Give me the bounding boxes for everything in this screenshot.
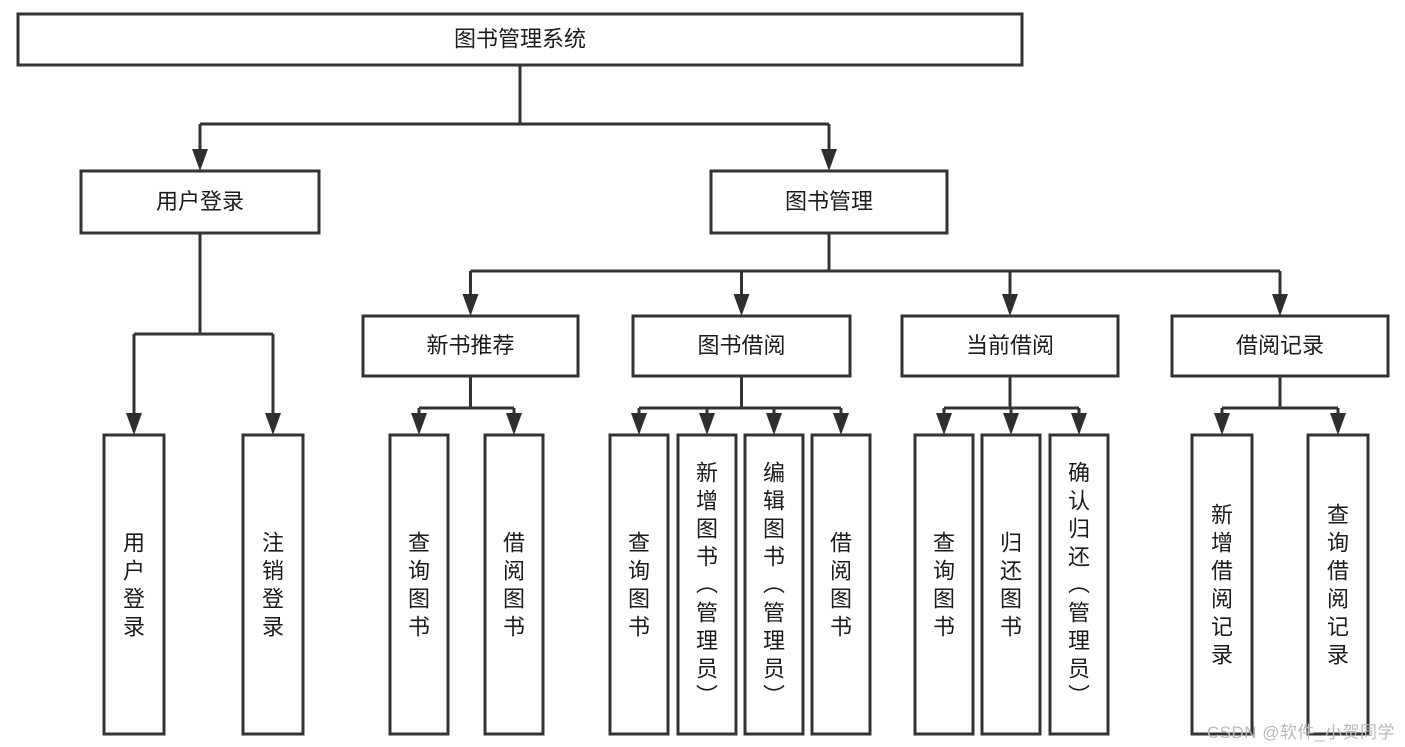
node-box[interactable] xyxy=(102,433,166,736)
node-leaf-query-book-3[interactable]: 查询图书 xyxy=(913,433,975,736)
node-label: 当前借阅 xyxy=(966,333,1054,358)
node-box[interactable] xyxy=(1048,433,1110,736)
node-box[interactable] xyxy=(608,433,670,736)
node-box[interactable] xyxy=(631,314,852,378)
node-box[interactable] xyxy=(388,433,450,736)
arrow-head-icon xyxy=(821,149,837,171)
node-leaf-query-book-1[interactable]: 查询图书 xyxy=(388,433,450,736)
node-user-login[interactable]: 用户登录 xyxy=(79,169,321,235)
arrow-head-icon xyxy=(192,149,208,171)
node-label: 用户登录 xyxy=(123,530,145,639)
connector-layer xyxy=(126,65,1346,435)
node-label: 新书推荐 xyxy=(426,333,514,358)
arrow-head-icon xyxy=(733,294,750,316)
node-box[interactable] xyxy=(980,433,1042,736)
node-label: 新增借阅记录 xyxy=(1211,502,1233,667)
arrow-head-icon xyxy=(1071,413,1087,435)
node-leaf-add-record[interactable]: 新增借阅记录 xyxy=(1190,433,1254,736)
connector-group xyxy=(411,376,522,435)
node-label: 归还图书 xyxy=(1000,530,1022,639)
arrow-head-icon xyxy=(411,413,427,435)
node-box[interactable] xyxy=(810,433,872,736)
arrow-head-icon xyxy=(506,413,522,435)
arrow-head-icon xyxy=(265,413,281,435)
arrow-head-icon xyxy=(699,413,715,435)
arrow-head-icon xyxy=(936,413,952,435)
arrow-head-icon xyxy=(126,413,142,435)
node-box[interactable] xyxy=(743,433,805,736)
connector-group xyxy=(631,376,849,435)
connector-group xyxy=(462,233,1288,316)
node-leaf-add-book[interactable]: 新增图书（管理员） xyxy=(676,433,738,736)
node-book-manage[interactable]: 图书管理 xyxy=(709,169,949,235)
node-new-book-recommend[interactable]: 新书推荐 xyxy=(361,314,580,378)
node-label: 新增图书（管理员） xyxy=(696,460,718,709)
node-leaf-borrow-book-1[interactable]: 借阅图书 xyxy=(483,433,545,736)
arrow-head-icon xyxy=(833,413,849,435)
node-box[interactable] xyxy=(900,314,1120,378)
node-leaf-logout[interactable]: 注销登录 xyxy=(241,433,305,736)
node-label: 图书借阅 xyxy=(697,333,785,358)
node-label: 用户登录 xyxy=(156,189,244,214)
node-book-borrow[interactable]: 图书借阅 xyxy=(631,314,852,378)
arrow-head-icon xyxy=(1003,413,1019,435)
node-leaf-return-book[interactable]: 归还图书 xyxy=(980,433,1042,736)
node-box[interactable] xyxy=(241,433,305,736)
connector-group xyxy=(936,376,1087,435)
arrow-head-icon xyxy=(631,413,647,435)
node-box[interactable] xyxy=(913,433,975,736)
node-root[interactable]: 图书管理系统 xyxy=(16,12,1024,67)
node-box[interactable] xyxy=(79,169,321,235)
node-box[interactable] xyxy=(1306,433,1370,736)
node-label: 借阅记录 xyxy=(1236,333,1324,358)
node-label: 查询图书 xyxy=(628,530,650,639)
node-label: 查询图书 xyxy=(408,530,430,639)
node-borrow-record[interactable]: 借阅记录 xyxy=(1170,314,1390,378)
connector-group xyxy=(192,65,837,171)
arrow-head-icon xyxy=(1272,294,1288,316)
node-label: 编辑图书（管理员） xyxy=(763,460,785,709)
node-label: 注销登录 xyxy=(262,530,284,639)
arrow-head-icon xyxy=(1002,294,1018,316)
node-label: 查询图书 xyxy=(933,530,955,639)
node-leaf-user-login[interactable]: 用户登录 xyxy=(102,433,166,736)
node-box[interactable] xyxy=(1190,433,1254,736)
node-box[interactable] xyxy=(483,433,545,736)
connector-group xyxy=(126,233,281,435)
node-label: 图书管理系统 xyxy=(454,26,586,51)
node-layer: 图书管理系统用户登录图书管理新书推荐图书借阅当前借阅借阅记录用户登录注销登录查询… xyxy=(16,12,1390,736)
connector-group xyxy=(1214,376,1346,435)
node-leaf-borrow-book-2[interactable]: 借阅图书 xyxy=(810,433,872,736)
node-label: 确认归还（管理员） xyxy=(1068,460,1090,709)
node-box[interactable] xyxy=(1170,314,1390,378)
node-box[interactable] xyxy=(16,12,1024,67)
node-leaf-query-book-2[interactable]: 查询图书 xyxy=(608,433,670,736)
node-box[interactable] xyxy=(709,169,949,235)
node-leaf-edit-book[interactable]: 编辑图书（管理员） xyxy=(743,433,805,736)
node-current-borrow[interactable]: 当前借阅 xyxy=(900,314,1120,378)
node-label: 借阅图书 xyxy=(830,530,852,639)
node-leaf-query-record[interactable]: 查询借阅记录 xyxy=(1306,433,1370,736)
arrow-head-icon xyxy=(1214,413,1230,435)
arrow-head-icon xyxy=(1330,413,1346,435)
node-box[interactable] xyxy=(361,314,580,378)
node-leaf-confirm-return[interactable]: 确认归还（管理员） xyxy=(1048,433,1110,736)
arrow-head-icon xyxy=(766,413,782,435)
node-label: 借阅图书 xyxy=(503,530,525,639)
arrow-head-icon xyxy=(462,294,479,316)
node-label: 图书管理 xyxy=(785,189,873,214)
node-label: 查询借阅记录 xyxy=(1327,502,1349,667)
node-box[interactable] xyxy=(676,433,738,736)
